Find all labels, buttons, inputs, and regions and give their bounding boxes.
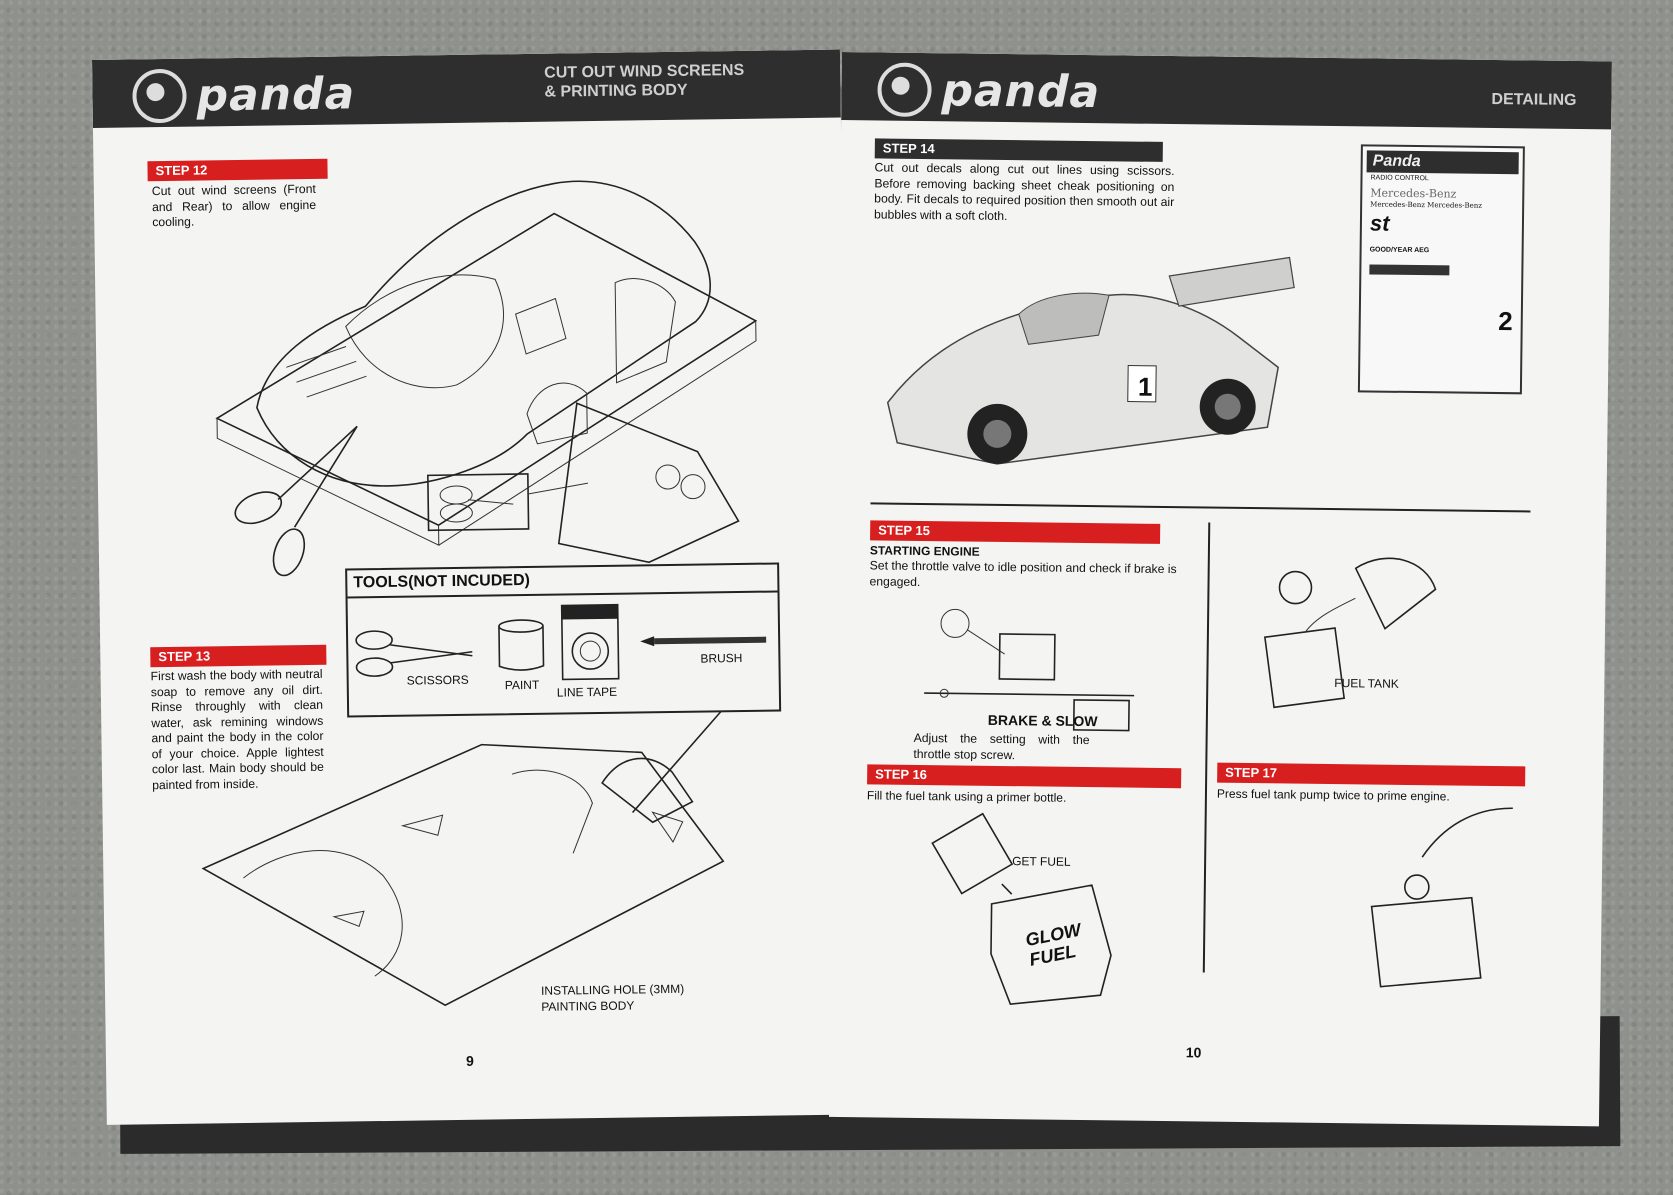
step16-text: Fill the fuel tank using a primer bottle… [866, 788, 1067, 805]
step16-label: STEP 16 [867, 764, 1182, 789]
decal-tyre: GOOD/YEAR AEG [1369, 246, 1430, 255]
decal-number: 2 [1498, 306, 1513, 337]
step17-text: Press fuel tank pump twice to prime engi… [1216, 786, 1450, 804]
section-title-right: DETAILING [1491, 90, 1577, 109]
caption-painting-body: PAINTING BODY [541, 998, 635, 1014]
logo-text: panda [196, 67, 356, 122]
brake-slow-title: BRAKE & SLOW [987, 711, 1098, 730]
left-page: panda CUT OUT WIND SCREENS & PRINTING BO… [92, 49, 855, 1125]
panda-logo-right: panda [877, 62, 1101, 119]
fuel-can-illustration [931, 812, 1112, 1005]
section-title-line2: & PRINTING BODY [544, 81, 688, 101]
step13-label: STEP 13 [150, 644, 327, 668]
get-fuel-label: GET FUEL [1012, 854, 1071, 869]
page-number-left: 9 [465, 1052, 474, 1069]
column-divider [1202, 522, 1211, 973]
decal-sheet: Panda RADIO CONTROL Mercedes-Benz Merced… [1357, 144, 1525, 395]
decal-maker2: Mercedes-Benz Mercedes-Benz [1370, 200, 1483, 210]
panda-logo-icon-right [877, 62, 932, 118]
engine-linkage-diagram [924, 608, 1135, 732]
right-header: panda DETAILING [841, 52, 1612, 130]
step14-label: STEP 14 [874, 138, 1163, 162]
paint-jar-icon [498, 619, 545, 671]
decal-brand: Panda [1366, 150, 1519, 175]
page-number-right: 10 [1185, 1044, 1202, 1061]
tool-scissors-icon [355, 630, 473, 677]
cowl-detail-illustration [427, 402, 740, 564]
step15-note: Adjust the setting with the throttle sto… [913, 730, 1090, 762]
step15-text: Set the throttle valve to idle position … [869, 558, 1177, 589]
tool-paint-label: PAINT [504, 677, 540, 693]
section-title-line1: CUT OUT WIND SCREENS [544, 61, 745, 82]
car-number: 1 [1137, 371, 1153, 402]
panda-logo: panda [132, 66, 356, 124]
caption-installing-hole: INSTALLING HOLE (3MM) [540, 981, 685, 998]
decal-sub: RADIO CONTROL [1370, 174, 1429, 183]
step17-label: STEP 17 [1217, 762, 1526, 787]
decal-st: st [1369, 210, 1390, 236]
right-page: panda DETAILING STEP 14 Cut out decals a… [828, 52, 1612, 1127]
decal-maker1: Mercedes-Benz [1370, 186, 1457, 201]
logo-text-right: panda [941, 64, 1101, 118]
race-car-illustration [886, 256, 1295, 465]
prime-engine-illustration [1370, 807, 1513, 988]
decal-stripe [1369, 264, 1450, 276]
section-title: CUT OUT WIND SCREENS & PRINTING BODY [544, 61, 745, 102]
painting-body-illustration [201, 710, 725, 1007]
fuel-tank-bottle-illustration [1263, 557, 1437, 709]
panda-logo-icon [132, 68, 187, 124]
fuel-tank-label: FUEL TANK [1334, 676, 1399, 691]
step15-heading: STARTING ENGINE [869, 543, 980, 559]
tools-box: TOOLS(NOT INCUDED) SCISSORS PAINT LINE T… [345, 562, 782, 718]
brush-icon [640, 636, 767, 647]
tool-brush-label: BRUSH [700, 650, 743, 666]
tools-title: TOOLS(NOT INCUDED) [347, 564, 778, 599]
step14-text: Cut out decals along cut out lines using… [873, 160, 1175, 223]
tool-scissors-label: SCISSORS [406, 672, 469, 688]
car-body-jig-illustration [215, 180, 758, 547]
line-tape-icon [560, 603, 620, 681]
scissors-icon [234, 425, 358, 577]
section-divider [870, 502, 1531, 513]
tool-line-tape-label: LINE TAPE [556, 684, 618, 700]
step15-label: STEP 15 [870, 520, 1161, 544]
